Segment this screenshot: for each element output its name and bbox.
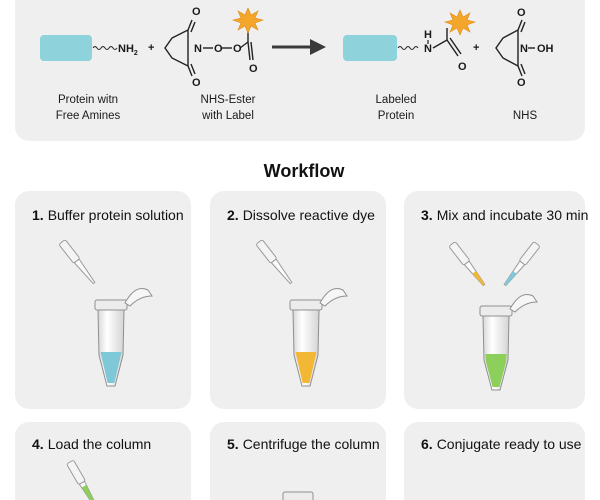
step-card-5: 5.Centrifuge the column (210, 422, 386, 500)
labeled-caption-2: Protein (378, 110, 414, 122)
svg-text:1.Buffer protein solution: 1.Buffer protein solution (32, 207, 184, 223)
ester-o-carbonyl: O (249, 63, 258, 75)
amide-h: H (424, 29, 432, 41)
pipette-cyan-icon (503, 241, 540, 287)
step-card-3: 3.Mix and incubate 30 min (404, 191, 588, 409)
labeled-star-icon (443, 9, 477, 36)
svg-text:3.Mix and incubate 30 min: 3.Mix and incubate 30 min (421, 207, 588, 223)
step-2-number: 2. (227, 207, 239, 223)
tube-icon (289, 288, 348, 387)
tube-icon (94, 288, 153, 387)
step-4-number: 4. (32, 436, 44, 452)
amine-group: NH (118, 43, 134, 55)
label-star-icon (231, 7, 265, 34)
step-card-4: 4.Load the column (15, 422, 191, 500)
step-3-text: Mix and incubate 30 min (437, 207, 589, 223)
amide-o: O (458, 61, 467, 73)
reaction-panel: NH2 + O O N O O O H (15, 0, 585, 141)
svg-text:NH2: NH2 (118, 43, 138, 57)
pipette-yellow-icon (449, 241, 486, 287)
ester-o-mid: O (233, 43, 242, 55)
labeled-caption-1: Labeled (376, 94, 417, 106)
svg-text:2.Dissolve reactive dye: 2.Dissolve reactive dye (227, 207, 375, 223)
step-2-text: Dissolve reactive dye (243, 207, 375, 223)
step-1-number: 1. (32, 207, 44, 223)
labeled-protein-block (343, 35, 397, 61)
tube-liquid-cyan (100, 352, 122, 383)
step-card-6: 6.Conjugate ready to use (404, 422, 585, 500)
svg-text:5.Centrifuge the column: 5.Centrifuge the column (227, 436, 380, 452)
nhs-o-bottom: O (517, 77, 526, 89)
ester-caption-2: with Label (201, 110, 254, 122)
step-1-text: Buffer protein solution (48, 207, 184, 223)
step-5-number: 5. (227, 436, 239, 452)
pipette-icon (256, 239, 293, 285)
ester-n: N (194, 43, 202, 55)
step-card-2: 2.Dissolve reactive dye (210, 191, 386, 409)
ester-caption-1: NHS-Ester (201, 94, 256, 106)
plus-sign-2: + (473, 42, 479, 54)
labeled-protein-linker (397, 46, 419, 50)
step-6-number: 6. (421, 436, 433, 452)
ester-o-bottom: O (192, 77, 201, 89)
amide-n: N (424, 43, 432, 55)
tube-liquid-green (485, 354, 507, 387)
protein-caption-2: Free Amines (56, 110, 121, 122)
nhs-caption: NHS (513, 110, 538, 122)
plus-sign-1: + (148, 42, 154, 54)
step-5-text: Centrifuge the column (243, 436, 380, 452)
reaction-arrow-icon (272, 39, 326, 55)
protein-linker (92, 46, 118, 50)
svg-text:6.Conjugate ready to use: 6.Conjugate ready to use (421, 436, 582, 452)
ester-o-top: O (192, 6, 201, 18)
step-4-text: Load the column (48, 436, 152, 452)
tube-icon (479, 294, 538, 391)
nhs-oh: OH (537, 43, 554, 55)
step-card-1: 1.Buffer protein solution (15, 191, 191, 409)
svg-text:4.Load the column: 4.Load the column (32, 436, 151, 452)
workflow-title: Workflow (264, 161, 346, 181)
nhs-n: N (520, 43, 528, 55)
amine-subscript: 2 (134, 50, 138, 57)
protein-caption-1: Protein witn (58, 94, 118, 106)
column-tube-icon (282, 491, 314, 500)
step-3-number: 3. (421, 207, 433, 223)
tube-liquid-yellow (295, 352, 317, 383)
nhs-structure (495, 19, 535, 77)
nhs-o-top: O (517, 7, 526, 19)
pipette-icon (59, 239, 96, 285)
step-6-text: Conjugate ready to use (437, 436, 582, 452)
ester-o-link: O (214, 43, 223, 55)
protein-block (40, 35, 92, 61)
